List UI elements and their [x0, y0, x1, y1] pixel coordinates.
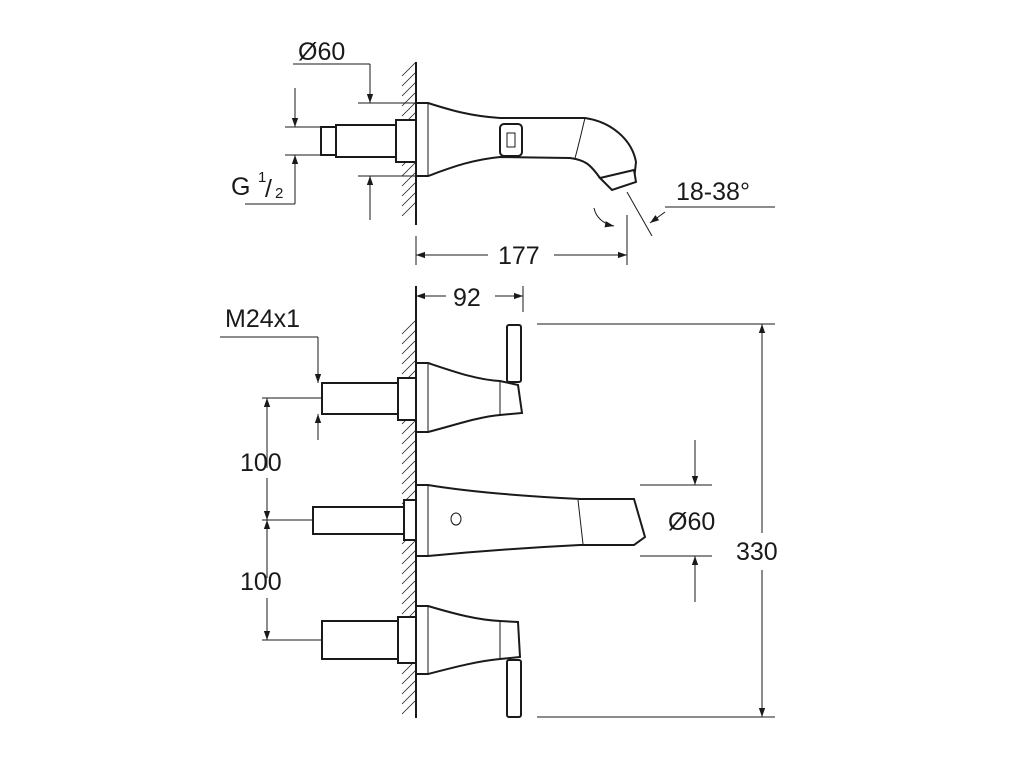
- angle-label: 18-38°: [676, 178, 750, 206]
- thread-connector-top: [320, 119, 417, 163]
- height-dimension: [537, 323, 775, 718]
- spout-front-view: [312, 484, 647, 557]
- depth-label: 92: [453, 284, 481, 312]
- length-dimension-top: [415, 215, 628, 265]
- depth-dimension: [415, 286, 524, 312]
- length-label: 177: [498, 242, 540, 270]
- thread-label-top: G: [231, 173, 250, 201]
- thread-dimension-front: [220, 336, 322, 440]
- diameter-label-top: Ø60: [298, 38, 345, 66]
- diameter-dimension-front: [640, 440, 712, 602]
- top-view: Ø60 G 1 / 2 18-38° 177: [231, 38, 775, 270]
- thread-dimension-top: [245, 88, 321, 205]
- front-view: 92 M24x1: [220, 284, 778, 718]
- thread-fraction-slash: /: [265, 175, 272, 203]
- height-label: 330: [736, 538, 778, 566]
- diameter-label-front: Ø60: [668, 508, 715, 536]
- upper-handle-valve: [321, 324, 524, 433]
- thread-fraction-num: 1: [258, 169, 266, 186]
- thread-label-front: M24x1: [225, 305, 300, 333]
- spacing-dimension: [262, 397, 322, 641]
- spacing-label-upper: 100: [240, 449, 282, 477]
- thread-fraction-den: 2: [275, 185, 283, 202]
- angle-dimension-top: [593, 191, 775, 237]
- spacing-label-lower: 100: [240, 568, 282, 596]
- diameter-dimension-top: [293, 63, 416, 220]
- lower-handle-valve: [321, 605, 522, 718]
- spout-top-view: [415, 102, 638, 192]
